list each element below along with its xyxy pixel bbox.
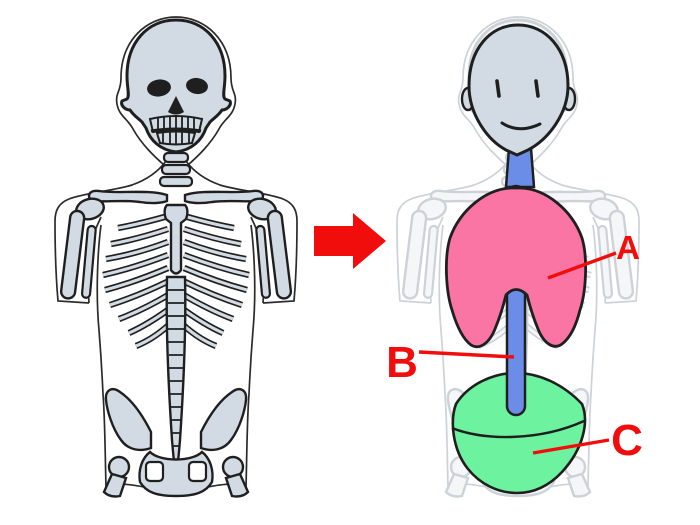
organs-figure: A B C xyxy=(386,23,643,495)
stomach-divider-line xyxy=(451,419,585,439)
label-a: A xyxy=(616,229,640,266)
label-a-line xyxy=(547,251,617,280)
label-c-line xyxy=(532,438,610,455)
label-b: B xyxy=(386,338,418,387)
skeleton-figure xyxy=(55,17,297,497)
transform-arrow-icon xyxy=(314,213,386,269)
label-b-line xyxy=(418,350,515,359)
head-shape xyxy=(467,23,570,157)
label-c: C xyxy=(611,416,643,465)
smile-mouth xyxy=(500,121,542,131)
eyes xyxy=(495,79,540,98)
lungs-shape xyxy=(444,186,588,349)
face-head xyxy=(460,23,577,157)
